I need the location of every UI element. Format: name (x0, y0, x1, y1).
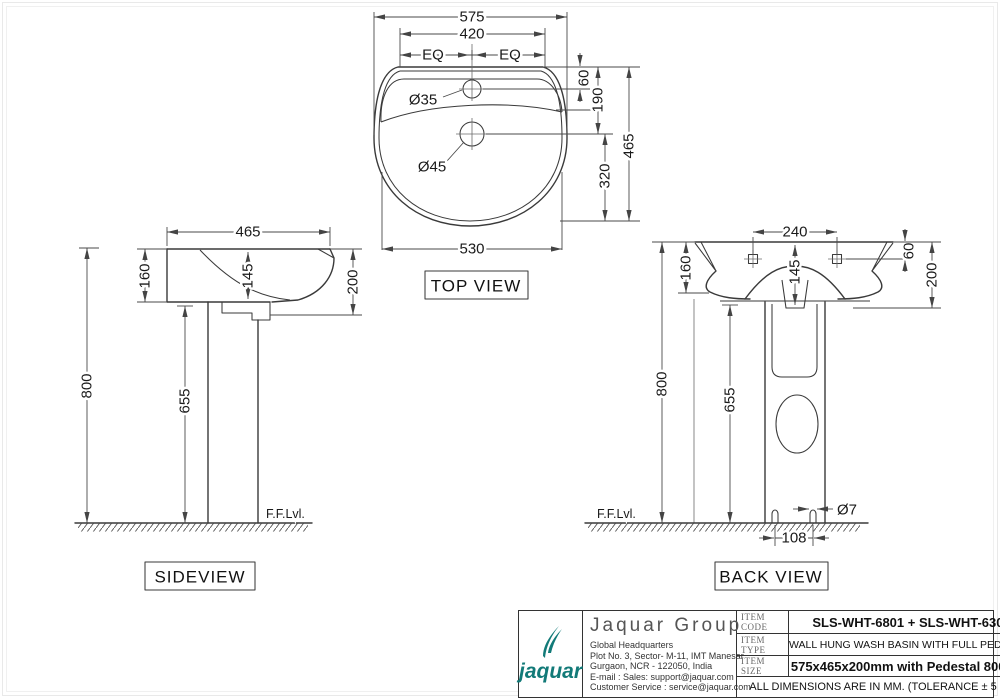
dim-800-side: 800 (79, 373, 96, 398)
item-info-table: ITEM CODE SLS-WHT-6801 + SLS-WHT-6301 IT… (737, 611, 1000, 697)
pedestal-oval-hole (775, 394, 819, 454)
floor-level-label-side: F.F.Lvl. (266, 507, 305, 521)
address-line: Customer Service : service@jaquar.com (590, 682, 751, 692)
item-type-value: WALL HUNG WASH BASIN WITH FULL PEDESTAL (789, 634, 1000, 656)
dim-190: 190 (590, 87, 607, 112)
item-size-label: ITEM SIZE (737, 656, 790, 677)
dim-bolt-dia: Ø7 (837, 502, 857, 519)
bolt-hole-left (771, 509, 779, 523)
company-name: Jaquar Group (590, 615, 743, 636)
label-faucet-dia: Ø35 (409, 92, 437, 109)
top-view-drawing: Ø35 Ø45 575 420 EQ EQ (373, 6, 640, 300)
dim-108: 108 (781, 530, 806, 547)
top-view-label: TOP VIEW (431, 277, 522, 296)
dim-eq-right: EQ (499, 47, 521, 64)
brand-wordmark: jaquar (519, 659, 583, 683)
address-line: Gurgaon, NCR - 122050, India (590, 661, 713, 671)
back-view-label-box (714, 561, 829, 591)
dim-465-side: 465 (235, 224, 260, 241)
top-view-label-box (424, 270, 529, 300)
address-line: Global Headquarters (590, 640, 674, 650)
dim-530: 530 (459, 241, 484, 258)
bolt-hole-right (809, 509, 817, 523)
dim-eq-left: EQ (422, 47, 444, 64)
dim-200-back: 200 (924, 262, 941, 287)
item-code-label: ITEM CODE (737, 611, 790, 634)
dim-800-back: 800 (654, 371, 671, 396)
dim-320: 320 (597, 163, 614, 188)
dim-60-back: 60 (901, 243, 918, 260)
dim-200-side: 200 (345, 269, 362, 294)
dim-420: 420 (459, 26, 484, 43)
dim-575: 575 (459, 9, 484, 26)
dim-145-side: 145 (240, 263, 257, 288)
company-address-cell: Jaquar Group Global Headquarters Plot No… (583, 611, 751, 697)
side-view-label-box (144, 561, 256, 591)
item-type-label: ITEM TYPE (737, 634, 790, 656)
item-size-value: 575x465x200mm with Pedestal 800 mm (789, 656, 1000, 677)
brand-logo: jaquar (519, 611, 584, 697)
dim-60-top: 60 (576, 70, 593, 87)
dim-160-side: 160 (137, 263, 154, 288)
side-view-drawing: F.F.Lvl. 465 160 145 200 800 (74, 221, 364, 591)
back-view-drawing: F.F.Lvl. 240 160 145 60 200 (584, 221, 943, 591)
dim-160-back: 160 (678, 255, 695, 280)
side-view-label: SIDEVIEW (154, 568, 245, 587)
item-code-value: SLS-WHT-6801 + SLS-WHT-6301 (789, 611, 1000, 634)
dim-655-back: 655 (722, 387, 739, 412)
floor-level-label-back: F.F.Lvl. (597, 507, 636, 521)
back-view-label: BACK VIEW (719, 568, 822, 587)
address-line: Plot No. 3, Sector- M-11, IMT Manesar (590, 650, 744, 661)
dim-655-side: 655 (177, 388, 194, 413)
dim-465-top: 465 (621, 133, 638, 158)
jaquar-swoosh-icon (542, 625, 562, 658)
label-drain-dia: Ø45 (418, 159, 446, 176)
tolerance-note: ALL DIMENSIONS ARE IN MM. (TOLERANCE ± 5… (749, 681, 1000, 693)
title-block: jaquar Jaquar Group Global Headquarters … (518, 610, 1000, 698)
address-line: E-mail : Sales: support@jaquar.com (590, 671, 734, 682)
dim-145-back: 145 (787, 259, 804, 284)
dim-240: 240 (782, 224, 807, 241)
